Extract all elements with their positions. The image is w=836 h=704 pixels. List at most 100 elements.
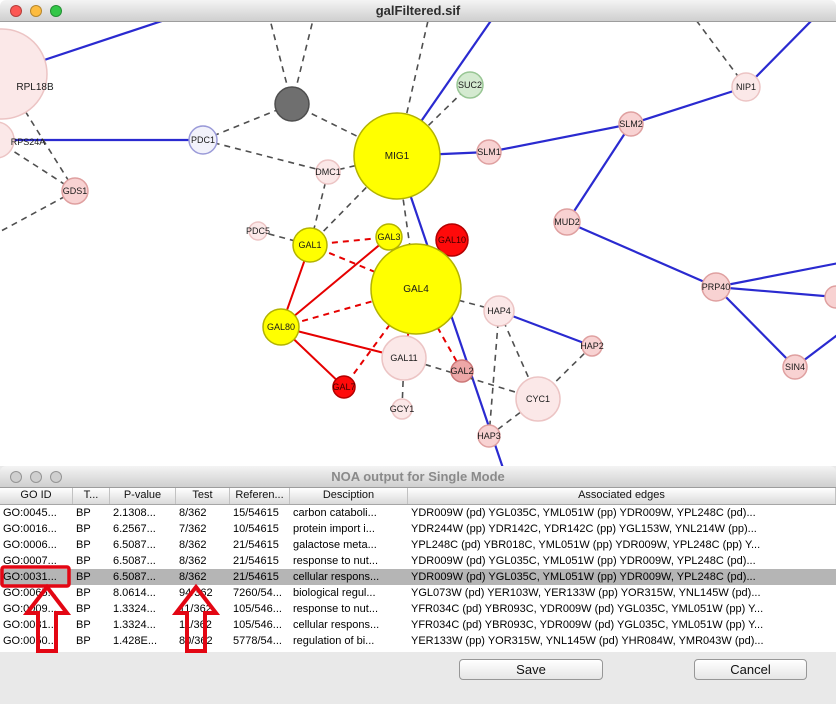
- zoom-button-icon[interactable]: [50, 5, 62, 17]
- table-cell: 2.1308...: [113, 507, 156, 519]
- column-header-test[interactable]: Test: [176, 488, 230, 504]
- network-node-MUD2[interactable]: [553, 208, 581, 236]
- network-node-HAP4[interactable]: [483, 295, 515, 327]
- network-edge-SLM2-MUD2[interactable]: [566, 123, 632, 223]
- network-node-SUC2[interactable]: [456, 71, 484, 99]
- network-edge-MIG1-GAL1[interactable]: [309, 155, 398, 246]
- network-node-GCY1[interactable]: [391, 398, 413, 420]
- network-node-GAL7[interactable]: [332, 375, 356, 399]
- network-edge-PRP40-N2[interactable]: [715, 285, 836, 299]
- node-label-PDC1: PDC1: [191, 135, 215, 145]
- network-node-PDC5[interactable]: [248, 221, 268, 241]
- network-edge-PRP40-vH[interactable]: [715, 262, 836, 289]
- column-header-referen[interactable]: Referen...: [230, 488, 290, 504]
- network-canvas[interactable]: RPL18BRPS24AGDS1PDC1DMC1MIG1SUC2SLM1SLM2…: [0, 22, 836, 466]
- network-edge-SLM1-SLM2[interactable]: [488, 122, 632, 154]
- network-node-SIN4[interactable]: [782, 354, 808, 380]
- network-node-GDS1[interactable]: [61, 177, 89, 205]
- table-cell: 1.428E...: [113, 635, 158, 647]
- save-button[interactable]: Save: [459, 659, 603, 680]
- network-edge-PRP40-SIN4[interactable]: [715, 286, 796, 368]
- network-node-N1[interactable]: [274, 86, 310, 122]
- network-node-SLM1[interactable]: [476, 139, 502, 165]
- column-header-p-value[interactable]: P-value: [110, 488, 176, 504]
- network-node-GAL80[interactable]: [262, 308, 300, 346]
- network-edge-GAL80-GAL4[interactable]: [280, 288, 417, 328]
- network-edge-GDS1-vK[interactable]: [0, 190, 76, 237]
- network-node-HAP3[interactable]: [477, 424, 501, 448]
- network-edge-NIP1-vF[interactable]: [745, 22, 820, 88]
- network-edge-GAL4-GAL7[interactable]: [343, 288, 417, 388]
- node-label-PRP40: PRP40: [702, 282, 731, 292]
- network-edge-N1-MIG1[interactable]: [291, 103, 398, 157]
- table-cell: YDR009W (pd) YGL035C, YML051W (pp) YDR00…: [411, 571, 756, 583]
- table-cell: 21/54615: [233, 539, 279, 551]
- network-edge-SLM2-NIP1[interactable]: [630, 85, 747, 126]
- network-edge-HAP4-HAP3[interactable]: [488, 310, 500, 437]
- minimize-button-icon[interactable]: [30, 471, 42, 483]
- network-edge-MUD2-PRP40[interactable]: [566, 220, 717, 289]
- window-title: NOA output for Single Mode: [331, 469, 505, 484]
- column-header-associated-edges[interactable]: Associated edges: [408, 488, 836, 504]
- column-header-desciption[interactable]: Desciption: [290, 488, 408, 504]
- network-edge-HAP4-HAP2[interactable]: [498, 309, 593, 348]
- cancel-button[interactable]: Cancel: [694, 659, 807, 680]
- noa-titlebar: NOA output for Single Mode: [0, 466, 836, 488]
- network-edge-GAL80-GAL3[interactable]: [280, 236, 390, 328]
- table-cell: YFR034C (pd) YBR093C, YDR009W (pd) YGL03…: [411, 603, 764, 615]
- network-node-PDC1[interactable]: [188, 125, 218, 155]
- network-node-NIP1[interactable]: [731, 72, 761, 102]
- network-node-GAL4[interactable]: [370, 243, 462, 335]
- node-label-RPS24A: RPS24A: [11, 137, 46, 147]
- table-cell: BP: [76, 523, 91, 535]
- table-cell: cellular respons...: [293, 619, 380, 631]
- table-cell: 7260/54...: [233, 587, 282, 599]
- network-edge-NIP1-vG[interactable]: [690, 22, 747, 88]
- network-node-GAL11[interactable]: [381, 335, 427, 381]
- network-edge-HAP2-CYC1[interactable]: [537, 345, 593, 400]
- column-header-go-id[interactable]: GO ID: [0, 488, 73, 504]
- network-node-N2[interactable]: [824, 285, 836, 309]
- network-edge-GAL4-GAL1[interactable]: [309, 244, 417, 290]
- close-button-icon[interactable]: [10, 471, 22, 483]
- network-node-GAL1[interactable]: [292, 227, 328, 263]
- window-title: galFiltered.sif: [375, 3, 461, 18]
- node-label-GAL4: GAL4: [403, 284, 429, 295]
- network-node-CYC1[interactable]: [515, 376, 561, 422]
- network-node-MIG1[interactable]: [353, 112, 441, 200]
- table-cell: YER133W (pp) YOR315W, YNL145W (pd) YHR08…: [411, 635, 764, 647]
- table-cell: 80/362: [179, 635, 213, 647]
- network-node-RPS24A[interactable]: [0, 121, 15, 159]
- table-cell: 8/362: [179, 507, 207, 519]
- network-node-GAL3[interactable]: [375, 223, 403, 251]
- network-edge-PDC1-DMC1[interactable]: [202, 139, 329, 173]
- network-node-GAL10[interactable]: [435, 223, 469, 257]
- close-button-icon[interactable]: [10, 5, 22, 17]
- node-label-HAP2: HAP2: [580, 341, 604, 351]
- table-cell: biological regul...: [293, 587, 376, 599]
- network-node-SLM2[interactable]: [618, 111, 644, 137]
- minimize-button-icon[interactable]: [30, 5, 42, 17]
- network-node-DMC1[interactable]: [315, 159, 341, 185]
- table-cell: GO:0009...: [3, 603, 57, 615]
- network-node-RPL18B[interactable]: [0, 28, 48, 120]
- network-edge-GCY1-GAL11[interactable]: [401, 357, 405, 410]
- table-cell: GO:0031...: [3, 619, 57, 631]
- zoom-button-icon[interactable]: [50, 471, 62, 483]
- node-label-SLM1: SLM1: [477, 147, 501, 157]
- column-header-t[interactable]: T...: [73, 488, 110, 504]
- network-node-PRP40[interactable]: [701, 272, 731, 302]
- network-node-GAL2[interactable]: [450, 359, 474, 383]
- table-cell: 21/54615: [233, 555, 279, 567]
- network-node-HAP2[interactable]: [581, 335, 603, 357]
